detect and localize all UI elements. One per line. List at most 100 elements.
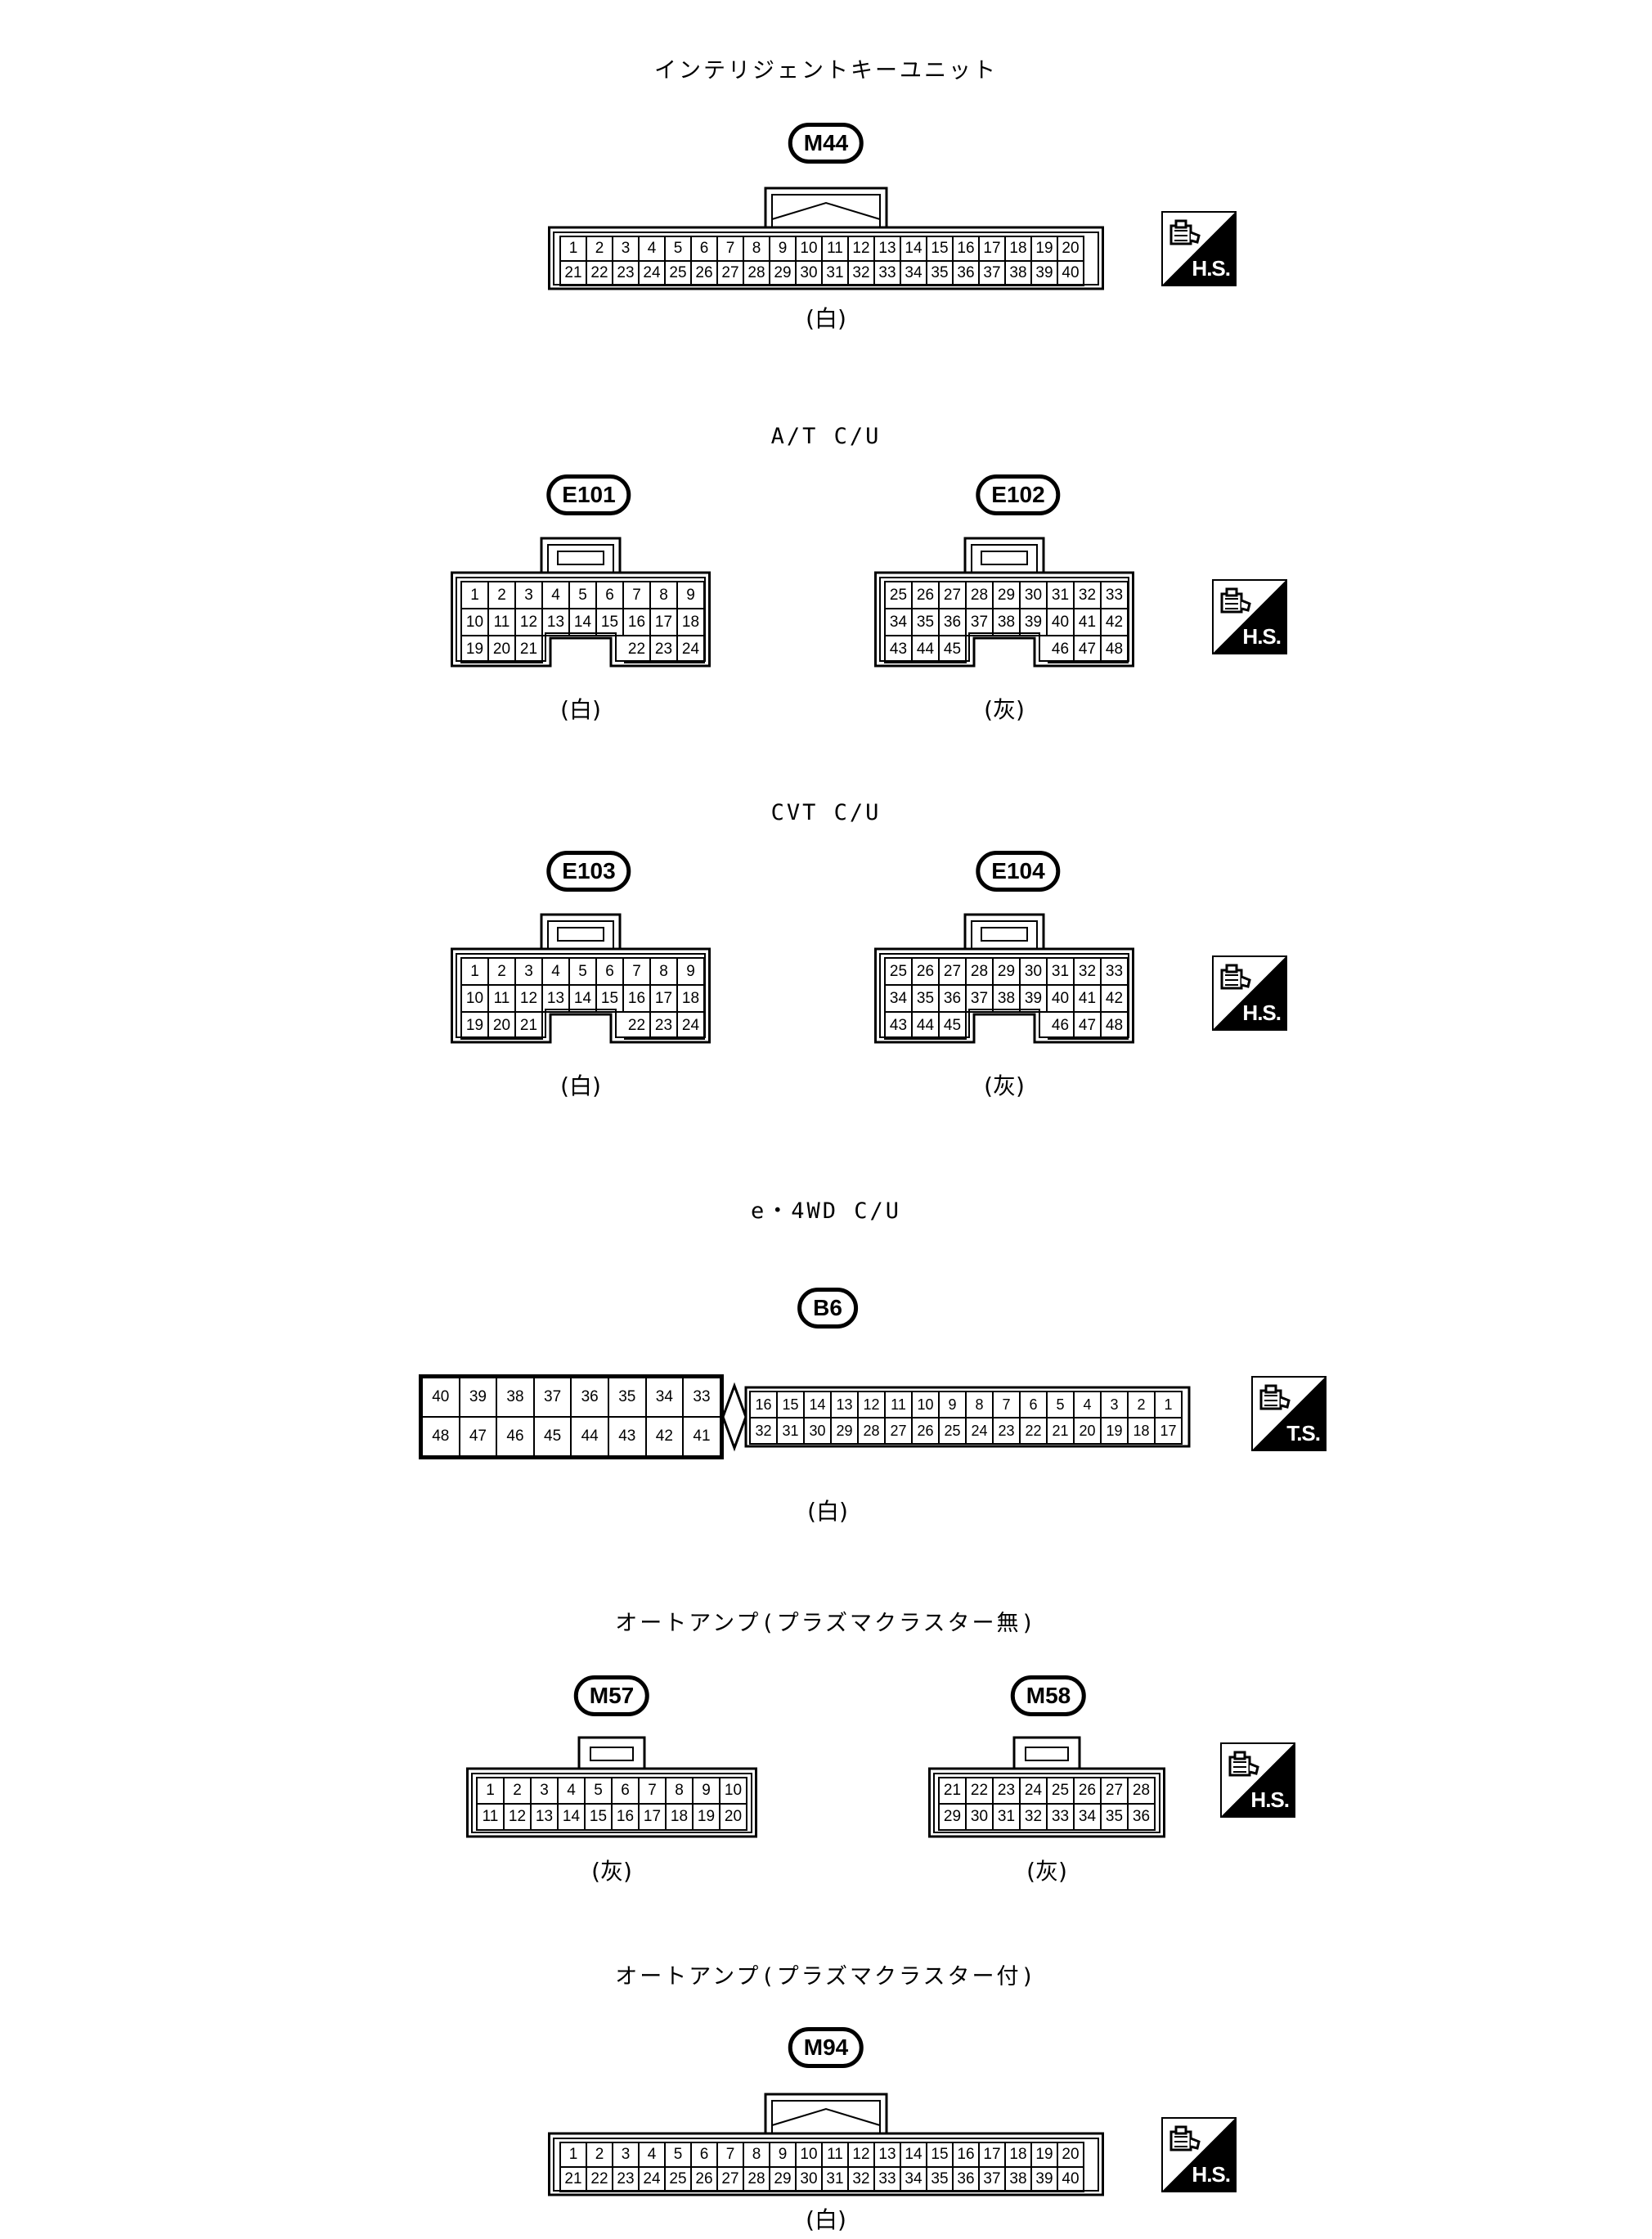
icon-label: H.S. [1192, 2162, 1231, 2187]
pin-cell: 15 [927, 2143, 954, 2168]
pin-cell: 29 [994, 582, 1021, 609]
pin-cell: 16 [624, 609, 651, 636]
connector-housing [548, 187, 1104, 290]
pin-cell: 20 [1075, 1418, 1102, 1445]
pin-cell: 11 [886, 1392, 913, 1418]
pin-cell: 5 [666, 2143, 692, 2168]
pin-cell: 15 [597, 986, 624, 1013]
pin-cell: 8 [651, 582, 678, 609]
icon-label: H.S. [1242, 624, 1282, 649]
pin-cell: 41 [1075, 986, 1102, 1013]
pin-cell: 1 [561, 2143, 587, 2168]
pin-cell: 21 [561, 262, 587, 286]
pin-cell: 2 [587, 237, 613, 262]
pin-cell: 46 [1048, 1013, 1075, 1040]
pin-cell: 38 [1006, 2168, 1032, 2192]
pin-cell: 8 [744, 237, 770, 262]
pin-cell [570, 636, 597, 663]
pin-cell: 2 [587, 2143, 613, 2168]
pin-cell: 33 [1102, 959, 1129, 986]
pin-cell: 32 [849, 2168, 875, 2192]
pin-cell: 16 [624, 986, 651, 1013]
pin-cell: 33 [684, 1378, 721, 1418]
pin-cell: 8 [744, 2143, 770, 2168]
connector-housing [451, 537, 711, 668]
pin-cell: 17 [651, 609, 678, 636]
pin-cell: 31 [1048, 959, 1075, 986]
pin-cell: 30 [967, 1805, 994, 1831]
pin-cell: 12 [516, 609, 543, 636]
pin-cell: 7 [640, 1778, 667, 1805]
pin-cell: 5 [1048, 1392, 1075, 1418]
pin-cell: 4 [640, 2143, 666, 2168]
pin-cell: 7 [718, 237, 744, 262]
pin-cell: 15 [586, 1805, 613, 1831]
section-title: CVT C/U [770, 800, 882, 825]
pin-cell: 39 [1021, 986, 1048, 1013]
pin-cell: 13 [543, 986, 570, 1013]
pin-cell: 2 [489, 582, 516, 609]
pin-cell: 21 [940, 1778, 967, 1805]
pin-cell: 33 [875, 262, 901, 286]
pin-cell: 7 [624, 582, 651, 609]
pin-cell: 29 [832, 1418, 859, 1445]
pin-cell: 28 [744, 2168, 770, 2192]
pin-cell: 6 [692, 2143, 718, 2168]
pin-cell: 19 [1032, 2143, 1058, 2168]
pin-cell: 24 [967, 1418, 994, 1445]
pin-cell: 30 [797, 262, 823, 286]
pin-cell: 45 [940, 636, 967, 663]
pin-cell: 28 [1129, 1778, 1156, 1805]
connector-glyph [1259, 1384, 1291, 1410]
pin-cell: 25 [886, 959, 913, 986]
pin-cell: 39 [1032, 262, 1058, 286]
pin-cell: 39 [1021, 609, 1048, 636]
pin-cell: 18 [678, 986, 705, 1013]
pin-cell: 23 [651, 1013, 678, 1040]
pin-cell [543, 1013, 570, 1040]
pin-cell: 36 [940, 986, 967, 1013]
pin-cell: 19 [1102, 1418, 1129, 1445]
pin-cell: 4 [543, 959, 570, 986]
pin-cell: 13 [875, 237, 901, 262]
pin-cell [1021, 636, 1048, 663]
pin-cell [994, 1013, 1021, 1040]
pin-cell: 6 [597, 959, 624, 986]
connector-id-badge: B6 [797, 1288, 858, 1329]
pin-cell: 22 [587, 262, 613, 286]
pin-cell: 11 [478, 1805, 505, 1831]
pin-cell: 12 [505, 1805, 532, 1831]
pin-cell: 3 [613, 237, 640, 262]
connector-id-badge: E104 [976, 851, 1061, 892]
connector-color-label: (白) [807, 1498, 848, 1525]
pin-cell [597, 1013, 624, 1040]
pin-cell: 36 [940, 609, 967, 636]
pin-cell: 20 [721, 1805, 747, 1831]
pin-cell: 14 [901, 237, 927, 262]
pin-cell: 16 [613, 1805, 640, 1831]
pin-cell: 3 [1102, 1392, 1129, 1418]
pin-cell: 9 [678, 959, 705, 986]
pin-cell [967, 636, 994, 663]
pin-cell: 31 [778, 1418, 805, 1445]
pin-cell: 45 [534, 1418, 572, 1457]
section-title: e・4WD C/U [750, 1198, 902, 1224]
pin-cell: 16 [751, 1392, 778, 1418]
pin-cell: 32 [1075, 582, 1102, 609]
pin-cell: 44 [913, 636, 940, 663]
pin-cell: 37 [534, 1378, 572, 1418]
pin-cell: 48 [423, 1418, 460, 1457]
pin-cell: 20 [1058, 2143, 1084, 2168]
pin-cell: 27 [1102, 1778, 1129, 1805]
pin-cell: 1 [462, 582, 489, 609]
pin-cell: 1 [462, 959, 489, 986]
pin-cell: 31 [994, 1805, 1021, 1831]
pin-cell [570, 1013, 597, 1040]
pin-cell: 11 [489, 986, 516, 1013]
pin-cell: 27 [940, 582, 967, 609]
